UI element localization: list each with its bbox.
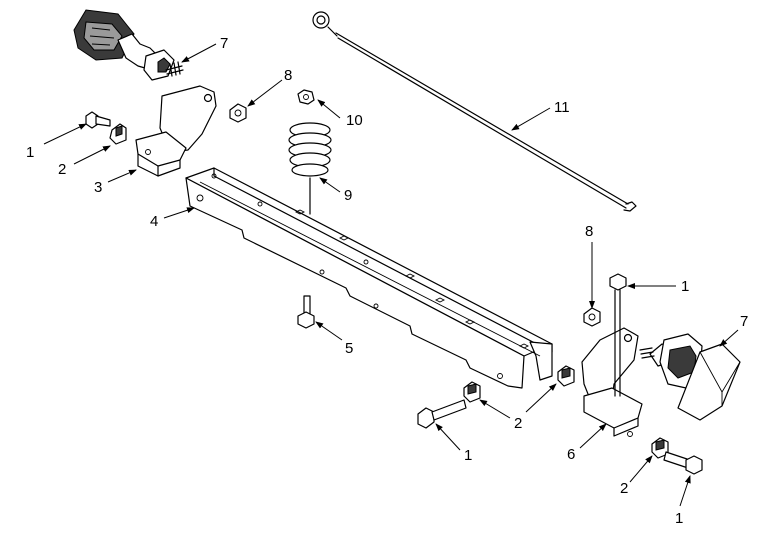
part-7-top-plug bbox=[73, 9, 184, 81]
part-2-clip-lower-mid bbox=[463, 381, 481, 403]
callout-2-top-left: 2 bbox=[58, 161, 66, 178]
part-1-bolt-top-left bbox=[85, 111, 111, 129]
part-5-bolt bbox=[297, 295, 315, 329]
part-9-spring bbox=[288, 122, 332, 215]
callout-4: 4 bbox=[150, 213, 158, 230]
part-10-nut bbox=[297, 89, 315, 105]
part-1-bolt-right-top bbox=[609, 273, 627, 397]
leader-arrows bbox=[43, 43, 739, 507]
callout-2-lower-mid: 2 bbox=[514, 415, 522, 432]
callout-10: 10 bbox=[346, 112, 363, 129]
callout-1-right-top: 1 bbox=[681, 278, 689, 295]
part-6-right-bracket bbox=[581, 327, 643, 437]
callout-11: 11 bbox=[554, 99, 570, 116]
callout-6: 6 bbox=[567, 446, 575, 463]
part-7-right-plug bbox=[639, 333, 741, 421]
callout-3: 3 bbox=[94, 179, 102, 196]
callout-2-bottom-right: 2 bbox=[620, 480, 628, 497]
part-1-bolt-bottom-right bbox=[663, 451, 703, 475]
part-8-nut-right bbox=[583, 307, 601, 327]
callout-7-right: 7 bbox=[740, 313, 748, 330]
callout-9: 9 bbox=[344, 187, 352, 204]
part-2-clip-right bbox=[557, 365, 575, 387]
part-11-rod bbox=[312, 11, 637, 212]
part-8-nut-top bbox=[229, 103, 247, 123]
callout-labels: 7 8 10 11 1 2 3 9 4 8 1 7 5 2 1 6 2 1 bbox=[26, 35, 748, 527]
callout-1-bottom-right: 1 bbox=[675, 510, 683, 527]
callout-7-top: 7 bbox=[220, 35, 228, 52]
part-2-clip-top-left bbox=[109, 123, 127, 145]
callout-8-right: 8 bbox=[585, 223, 593, 240]
callout-1-lower-mid: 1 bbox=[464, 447, 472, 464]
part-4-channel bbox=[185, 167, 553, 389]
part-3-left-bracket bbox=[135, 85, 217, 177]
callout-8-top: 8 bbox=[284, 67, 292, 84]
part-1-bolt-lower-mid bbox=[417, 399, 467, 429]
callout-1-top-left: 1 bbox=[26, 144, 34, 161]
callout-5: 5 bbox=[345, 340, 353, 357]
